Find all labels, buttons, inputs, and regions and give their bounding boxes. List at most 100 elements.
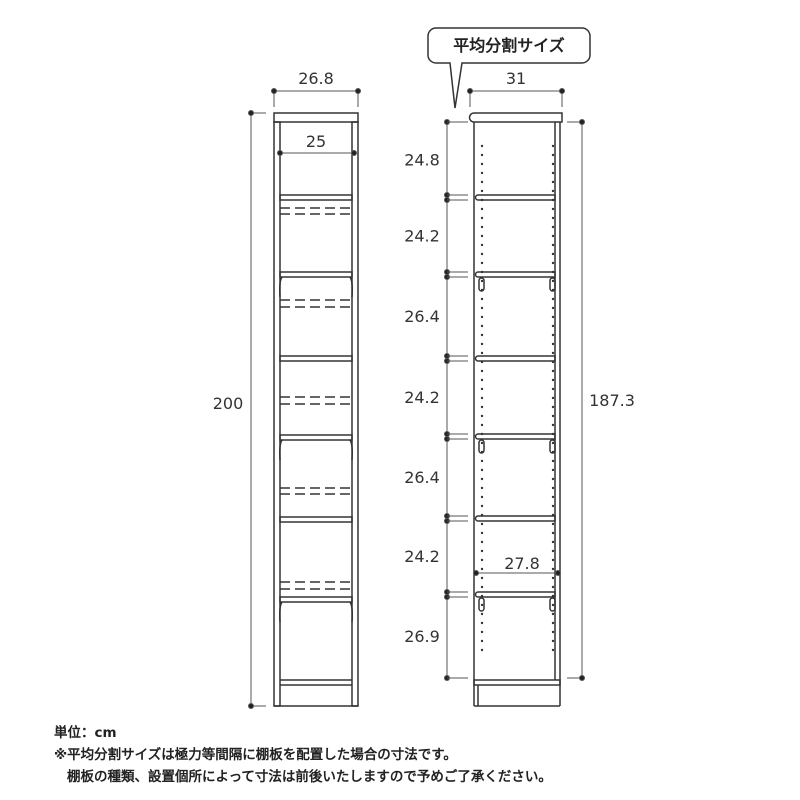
pin-hole [551,576,555,580]
side-inner-height-label: 187.3 [589,391,635,410]
pin-hole [480,387,484,391]
pin-hole [480,432,484,436]
shelf-spacing-labels: 24.824.226.424.226.424.226.9 [404,151,440,647]
pin-hole [551,279,555,283]
pin-hole [480,279,484,283]
pin-hole [551,369,555,373]
pin-hole [551,234,555,238]
pin-hole [480,612,484,616]
shelf-depth-label: 27.8 [504,554,540,573]
note-line-1: ※平均分割サイズは極力等間隔に棚板を配置した場合の寸法です。 [54,747,457,763]
shelf [279,271,353,278]
spacing-label: 24.8 [404,151,440,170]
pin-hole [480,234,484,238]
pin-hole [551,513,555,517]
shelf [474,194,556,201]
pin-hole [551,603,555,607]
front-dimensions [248,88,361,709]
pin-hole [551,315,555,319]
shelf-support [549,597,556,612]
pin-hole [551,144,555,148]
pin-hole [480,504,484,508]
spacing-label: 26.4 [404,468,440,487]
pin-hole [480,324,484,328]
pin-hole [480,153,484,157]
pin-hole [480,585,484,589]
pin-hole [551,585,555,589]
pin-hole [480,522,484,526]
pin-hole [480,297,484,301]
shelf [279,596,353,603]
pin-hole [551,495,555,499]
pin-hole [480,450,484,454]
pin-hole [480,180,484,184]
pin-hole [551,549,555,553]
pin-hole [551,522,555,526]
pin-hole [551,423,555,427]
front-view [273,112,359,707]
pin-hole [480,414,484,418]
pin-hole [551,405,555,409]
pin-hole [480,144,484,148]
shelf [474,355,556,362]
notes: 単位：cm ※平均分割サイズは極力等間隔に棚板を配置した場合の寸法です。 棚板の… [54,722,552,788]
spacing-label: 24.2 [404,388,440,407]
pin-hole [480,198,484,202]
spacing-label: 24.2 [404,227,440,246]
pin-hole [551,243,555,247]
shelf [279,194,353,201]
pin-hole [551,225,555,229]
pin-hole [551,414,555,418]
pin-hole [480,549,484,553]
pin-hole [480,468,484,472]
pin-hole [480,531,484,535]
pin-hole [480,621,484,625]
pin-hole [551,261,555,265]
pin-hole [480,333,484,337]
spacing-label: 24.2 [404,547,440,566]
pin-hole [480,306,484,310]
pin-hole [480,216,484,220]
pin-hole [480,315,484,319]
pin-hole [551,450,555,454]
pin-hole [551,594,555,598]
pin-hole [551,441,555,445]
pin-hole [480,351,484,355]
shelf [474,271,556,278]
pin-hole [551,297,555,301]
side-depth-label: 31 [506,69,526,88]
pin-hole [551,477,555,481]
pin-hole [480,567,484,571]
pin-hole [480,603,484,607]
pin-hole [551,180,555,184]
pin-hole [551,153,555,157]
pin-hole [551,189,555,193]
pin-hole [480,396,484,400]
shelf-bracket [279,601,353,623]
pin-hole [480,378,484,382]
pin-hole [551,351,555,355]
pin-hole [480,558,484,562]
pin-hole [551,171,555,175]
front-inner-width-label: 25 [306,132,326,151]
pin-hole [551,639,555,643]
pin-hole [480,648,484,652]
pin-hole [551,387,555,391]
shelf [474,515,556,522]
pin-hole [551,531,555,535]
pin-hole [551,468,555,472]
pin-hole [551,540,555,544]
pin-hole [551,162,555,166]
front-width-label: 26.8 [298,69,334,88]
pin-hole [480,441,484,445]
shelf [279,355,353,362]
shelf [474,591,556,598]
note-line-2: 棚板の種類、設置個所によって寸法は前後いたしますので予めご了承ください。 [67,769,552,785]
pin-hole [480,540,484,544]
pin-hole [480,171,484,175]
pin-hole [480,243,484,247]
pin-hole [480,630,484,634]
spacing-label: 26.4 [404,307,440,326]
pin-hole [551,252,555,256]
pin-hole [551,324,555,328]
